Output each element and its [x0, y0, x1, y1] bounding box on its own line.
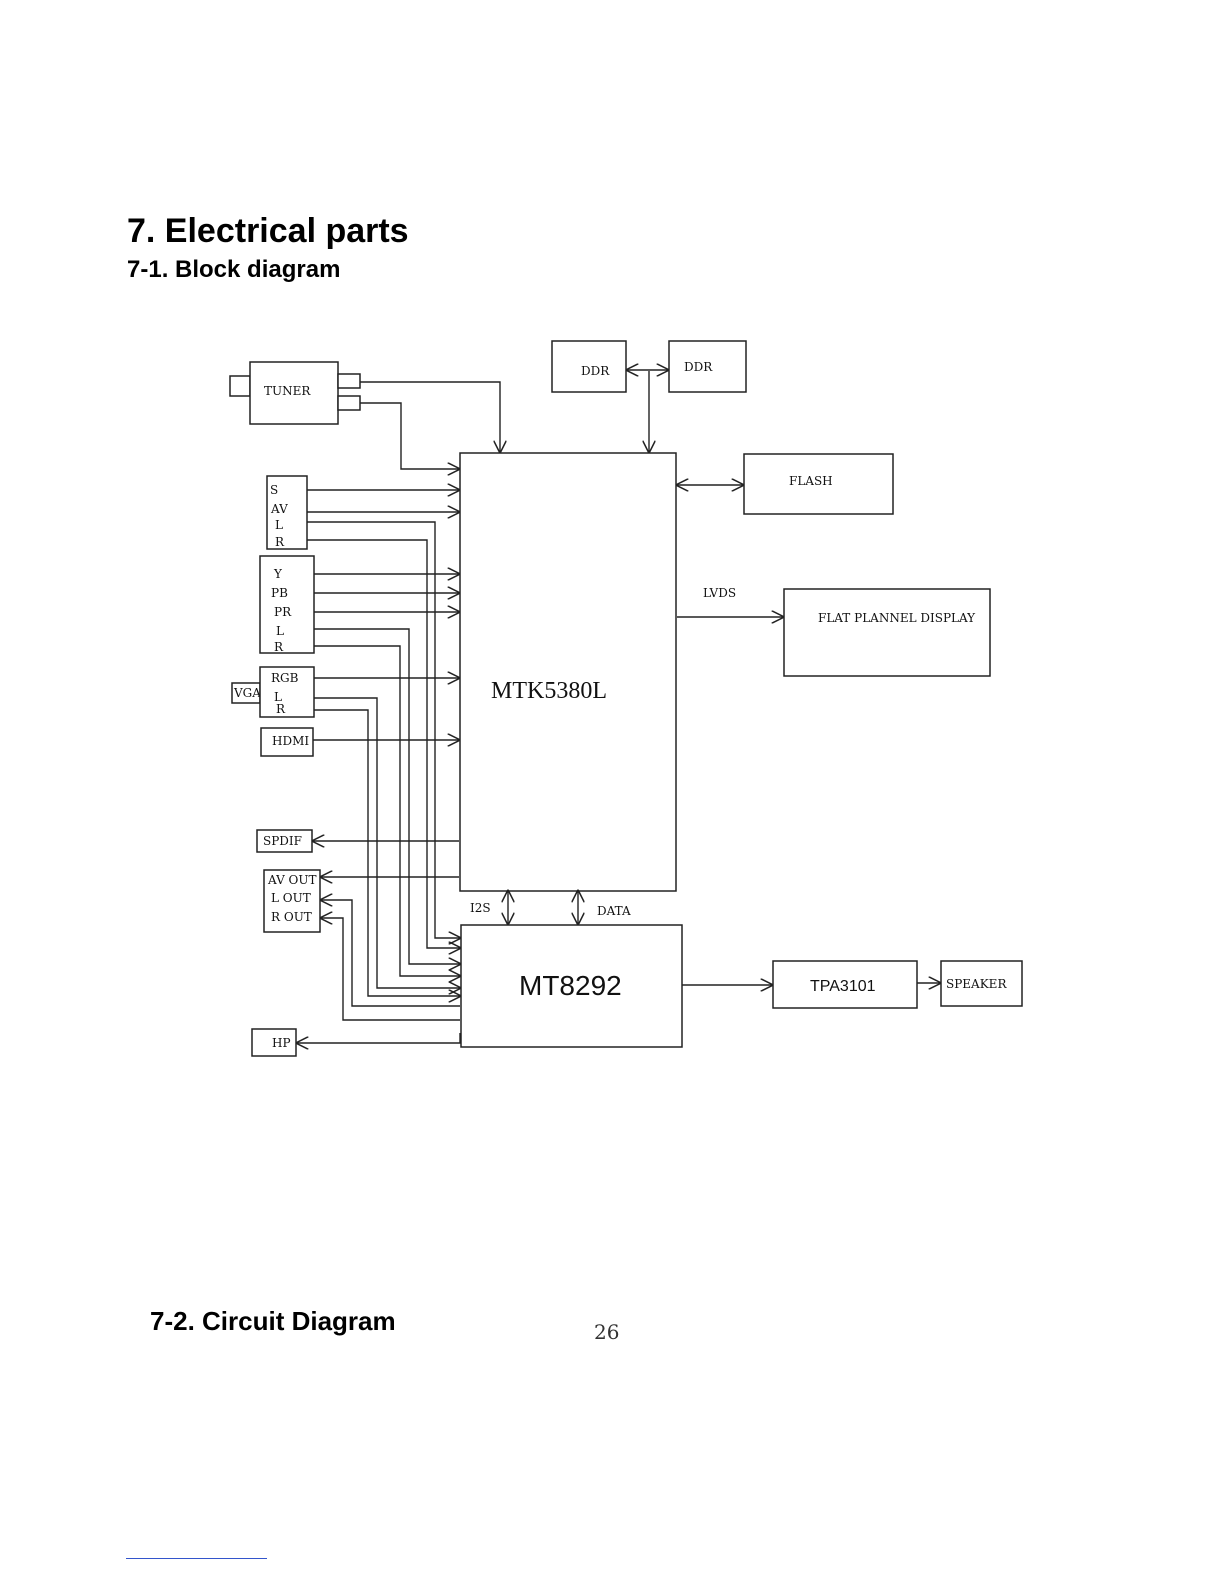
hdmi-label: HDMI — [272, 734, 309, 748]
av-out-line-l: L OUT — [271, 891, 311, 905]
comp-line-pb: PB — [271, 586, 288, 600]
lvds-label: LVDS — [703, 586, 736, 600]
comp-line-l: L — [276, 624, 284, 638]
page-number: 26 — [594, 1320, 619, 1344]
tuner-block: TUNER — [230, 362, 360, 424]
ddr1-label: DDR — [581, 364, 610, 378]
av-out-line-r: R OUT — [271, 910, 312, 924]
ddr2-label: DDR — [684, 360, 713, 374]
vga-line-r: R — [276, 702, 286, 716]
display-block: FLAT PLANNEL DISPLAY — [784, 589, 990, 676]
hdmi-block: HDMI — [261, 728, 313, 756]
main-chip-block: MTK5380L — [460, 453, 676, 891]
spdif-label: SPDIF — [263, 834, 302, 848]
next-section-title: 7-2. Circuit Diagram — [150, 1306, 396, 1337]
tuner-label: TUNER — [264, 384, 311, 398]
flash-block: FLASH — [744, 454, 893, 514]
vga-label: VGA — [233, 686, 261, 700]
main-chip-label: MTK5380L — [491, 678, 607, 704]
speaker-label: SPEAKER — [946, 977, 1007, 991]
comp-line-y: Y — [273, 567, 283, 581]
flash-label: FLASH — [789, 474, 833, 488]
av-in-line-l: L — [275, 518, 283, 532]
av-input-block: S AV L R — [267, 476, 307, 549]
hp-block: HP — [252, 1029, 296, 1056]
speaker-block: SPEAKER — [941, 961, 1022, 1006]
footer-rule — [126, 1558, 267, 1559]
av-in-line-s: S — [270, 483, 278, 497]
amp-block: TPA3101 — [773, 961, 917, 1008]
av-output-block: AV OUT L OUT R OUT — [264, 870, 320, 932]
audio-chip-block: MT8292 — [461, 925, 682, 1047]
amp-label: TPA3101 — [810, 978, 876, 995]
hp-label: HP — [272, 1036, 291, 1050]
av-out-line-av: AV OUT — [267, 873, 317, 887]
data-label: DATA — [597, 904, 631, 918]
audio-chip-label: MT8292 — [519, 970, 622, 1001]
ddr-block-1: DDR — [552, 341, 626, 392]
vga-input-block: VGA RGB L R — [232, 667, 314, 717]
component-input-block: Y PB PR L R — [260, 556, 314, 654]
comp-line-pr: PR — [274, 605, 292, 619]
ddr-block-2: DDR — [669, 341, 746, 392]
av-in-line-r: R — [275, 535, 285, 549]
av-in-line-av: AV — [270, 502, 288, 516]
vga-line-rgb: RGB — [271, 671, 299, 685]
display-label: FLAT PLANNEL DISPLAY — [818, 611, 976, 625]
i2s-label: I2S — [470, 901, 491, 915]
comp-line-r: R — [274, 640, 284, 654]
spdif-block: SPDIF — [257, 830, 312, 852]
